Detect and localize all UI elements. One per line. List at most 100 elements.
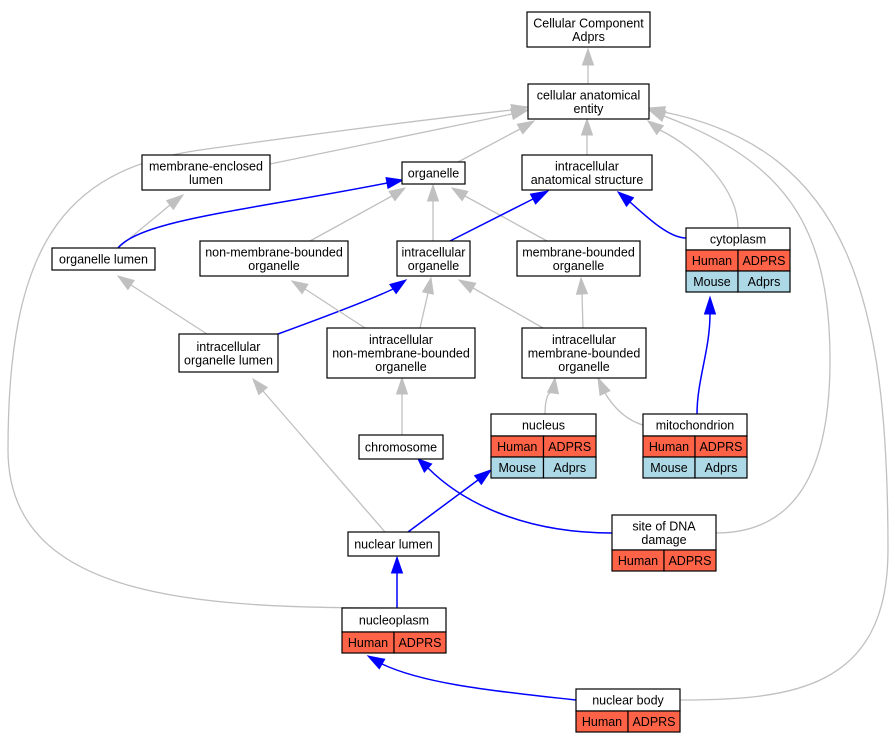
node-label: non-membrane-bounded	[205, 245, 343, 259]
edge-cyto-to-cae	[646, 120, 739, 229]
arrowhead	[597, 376, 611, 397]
edge-line	[472, 287, 544, 329]
node-label: damage	[641, 533, 686, 547]
edge-line	[449, 198, 534, 242]
node-label: entity	[574, 102, 605, 116]
edge-line	[381, 663, 577, 701]
edge-cae-to-root	[581, 47, 595, 84]
species-label: Mouse	[650, 461, 688, 475]
node-label: nucleus	[522, 419, 565, 433]
node-label: membrane-bounded	[522, 245, 635, 259]
node-label: organelle	[408, 259, 459, 273]
arrowhead	[450, 187, 469, 202]
gene-label: ADPRS	[632, 715, 675, 729]
species-label: Human	[618, 554, 658, 568]
gene-cell	[737, 270, 791, 293]
edge-nucleus-to-imbo	[544, 376, 560, 415]
arrowhead	[510, 104, 530, 117]
node-label: membrane-enclosed	[149, 159, 263, 173]
edge-imbo-to-mbo	[575, 276, 589, 329]
node-label: non-membrane-bounded	[332, 347, 470, 361]
edge-cyto-to-ias	[616, 191, 687, 239]
edge-line	[663, 115, 831, 534]
arrowhead	[647, 106, 667, 119]
edge-ias-to-cae	[580, 117, 594, 155]
edge-line	[581, 293, 584, 329]
edge-nlumen-to-iol	[252, 377, 386, 533]
edge-nplasm-to-cae	[7, 104, 530, 609]
edge-io-to-organelle	[426, 183, 440, 241]
edge-line	[629, 201, 687, 239]
gene-label: ADPRS	[548, 440, 591, 454]
edge-line	[464, 195, 548, 242]
edge-iol-to-io	[277, 279, 408, 335]
arrowhead	[580, 117, 594, 136]
arrowhead	[395, 376, 409, 395]
node-label: organelle	[558, 360, 609, 374]
node-label: organelle lumen	[184, 353, 273, 367]
edge-io-to-ias	[449, 190, 550, 242]
node-box	[401, 161, 466, 185]
edge-inmbo-to-nmbo	[290, 280, 366, 329]
node-label: Adprs	[572, 30, 605, 44]
edge-mel-to-cae	[269, 108, 530, 165]
arrowhead	[290, 280, 309, 295]
arrowhead	[529, 190, 550, 205]
gene-cell	[542, 456, 597, 479]
node-box	[51, 247, 156, 271]
edge-line	[419, 292, 429, 329]
edge-nlumen-to-nucleus	[407, 469, 493, 533]
edge-organelle-to-cae	[457, 120, 536, 163]
species-label: Mouse	[693, 275, 731, 289]
node-nlumen[interactable]: nuclear lumen	[347, 531, 440, 557]
edge-nbody-to-nplasm	[366, 655, 577, 701]
node-inmbo[interactable]: intracellularnon-membrane-boundedorganel…	[326, 327, 476, 379]
gene-cell	[663, 549, 717, 572]
gene-label: ADPRS	[398, 636, 441, 650]
node-label: intracellular	[555, 159, 619, 173]
arrowhead	[390, 555, 404, 574]
node-box	[526, 11, 651, 48]
edge-iol-to-orglumen	[116, 275, 208, 335]
arrowhead	[703, 295, 717, 315]
node-orglumen[interactable]: organelle lumen	[51, 247, 156, 271]
node-chromo[interactable]: chromosome	[358, 434, 444, 460]
gene-cell	[627, 710, 681, 733]
node-box	[396, 240, 471, 277]
node-label: mitochondrion	[656, 419, 735, 433]
node-box	[141, 154, 271, 191]
species-label: Human	[348, 636, 388, 650]
arrowhead	[546, 376, 560, 395]
node-organelle[interactable]: organelle	[401, 161, 466, 185]
species-label: Human	[497, 440, 537, 454]
arrowhead	[473, 469, 493, 486]
node-label: organelle	[248, 259, 299, 273]
node-box	[516, 240, 641, 277]
edge-nplasm-to-nlumen	[390, 555, 404, 608]
gene-cell	[393, 631, 447, 654]
arrowhead	[575, 276, 589, 295]
edge-line	[696, 313, 711, 415]
species-label: Human	[692, 254, 732, 268]
gene-cell	[694, 456, 748, 479]
species-label: Mouse	[498, 461, 536, 475]
